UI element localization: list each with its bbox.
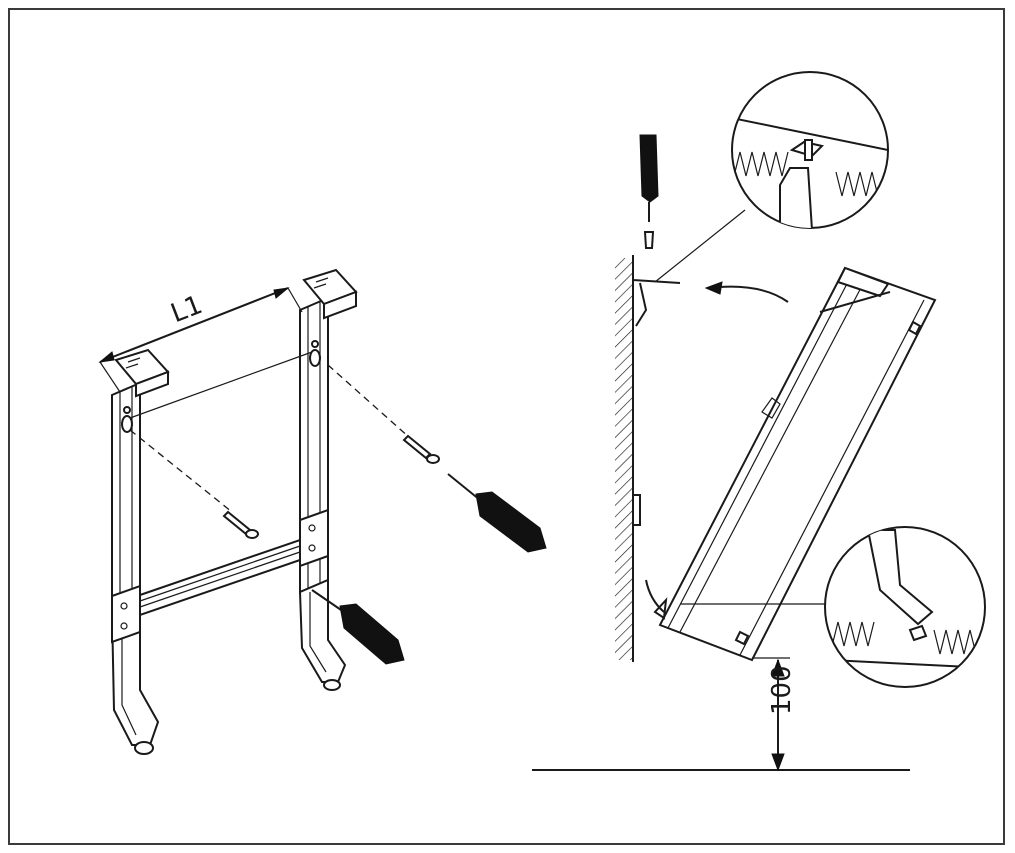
- screwdriver-icon: [447, 473, 547, 553]
- hanging-installation: 100: [532, 71, 986, 772]
- screwdriver-icon: [311, 589, 405, 665]
- wall-lower-clip: [633, 494, 641, 526]
- wall-bracket-frame: L1: [98, 268, 547, 755]
- screwdriver-icon: [639, 134, 659, 222]
- clearance-label: 100: [767, 665, 797, 715]
- wall: [615, 255, 634, 662]
- left-upright: [110, 348, 170, 755]
- screw-icon: [643, 231, 655, 249]
- diagram-frame: [8, 8, 1005, 845]
- left-screw-assembly: [129, 429, 259, 539]
- screw-icon: [222, 510, 252, 536]
- callout-leader-top: [654, 209, 746, 283]
- right-screw-assembly: [327, 364, 440, 464]
- cross-rail: [111, 508, 329, 644]
- detail-callout-top: [731, 71, 889, 229]
- detail-callout-bottom: [824, 526, 986, 688]
- keyhole-alignment-line: [129, 351, 313, 419]
- wall-hook: [632, 279, 681, 327]
- clearance-dimension: 100: [752, 657, 797, 772]
- screw-icon: [402, 434, 432, 460]
- radiator-unit: [645, 266, 937, 662]
